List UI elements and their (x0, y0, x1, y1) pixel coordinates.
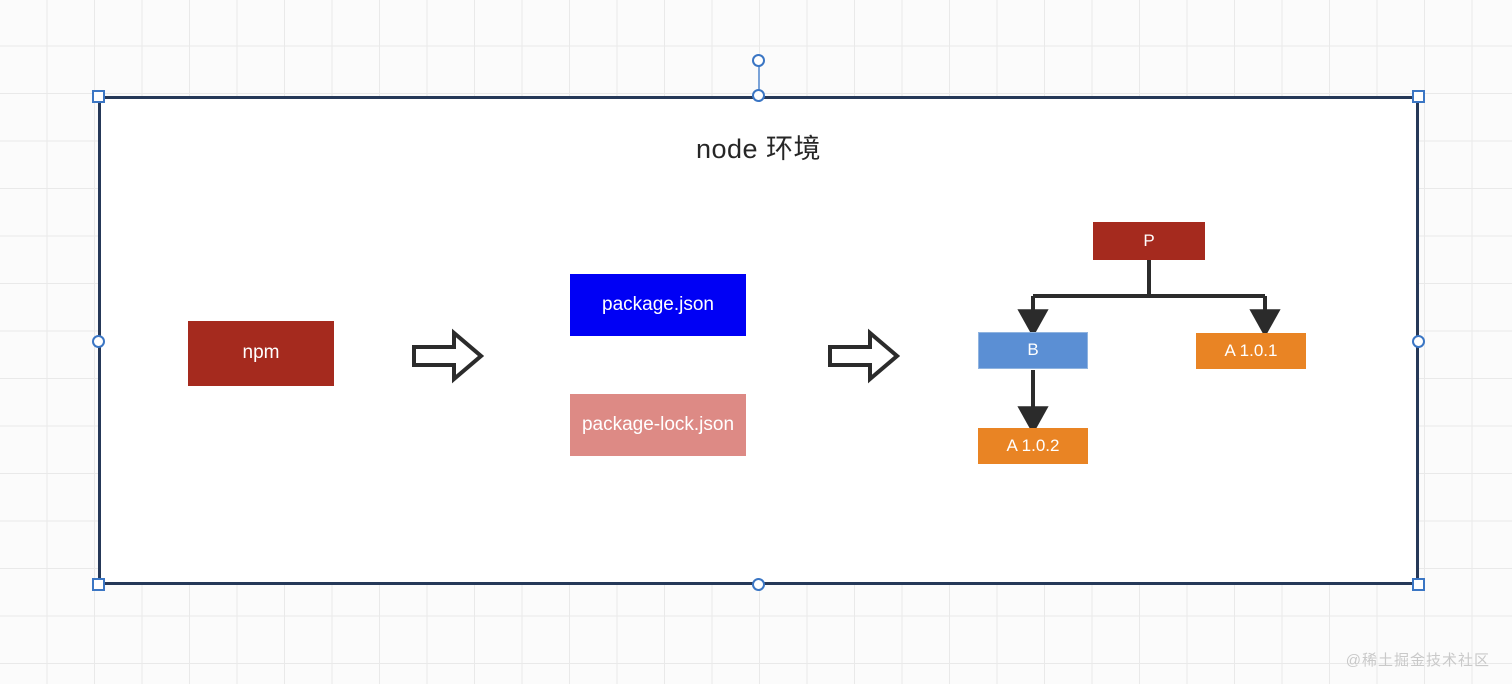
watermark: @稀土掘金技术社区 (1345, 652, 1490, 669)
page-title: node 环境 (695, 134, 822, 164)
handle-middle-right[interactable] (1412, 335, 1425, 348)
rotate-handle-stem (758, 66, 760, 96)
handle-top-right[interactable] (1412, 90, 1425, 103)
handle-top-left[interactable] (92, 90, 105, 103)
handle-bottom-left[interactable] (92, 578, 105, 591)
node-a-1-0-1-label: A 1.0.1 (1224, 340, 1278, 360)
node-package-json[interactable]: package.json (570, 274, 746, 336)
handle-bottom-right[interactable] (1412, 578, 1425, 591)
node-a-1-0-1[interactable]: A 1.0.1 (1196, 333, 1306, 369)
node-p[interactable]: P (1093, 222, 1205, 260)
right-arrow-icon (412, 328, 485, 384)
handle-rotate[interactable] (752, 54, 765, 67)
node-npm[interactable]: npm (188, 321, 334, 386)
node-package-lock-json[interactable]: package-lock.json (570, 394, 746, 456)
node-b-label: B (1027, 340, 1039, 360)
handle-top-center[interactable] (752, 89, 765, 102)
flow-arrow-2 (828, 328, 901, 389)
node-b[interactable]: B (978, 332, 1088, 369)
flow-arrow-1 (412, 328, 485, 389)
node-npm-label: npm (242, 342, 280, 364)
node-package-lock-json-label: package-lock.json (581, 413, 735, 435)
node-p-label: P (1143, 230, 1155, 250)
right-arrow-icon (828, 328, 901, 384)
handle-middle-left[interactable] (92, 335, 105, 348)
node-a-1-0-2[interactable]: A 1.0.2 (978, 428, 1088, 464)
handle-bottom-center[interactable] (752, 578, 765, 591)
node-package-json-label: package.json (602, 293, 714, 315)
node-a-1-0-2-label: A 1.0.2 (1006, 435, 1060, 455)
